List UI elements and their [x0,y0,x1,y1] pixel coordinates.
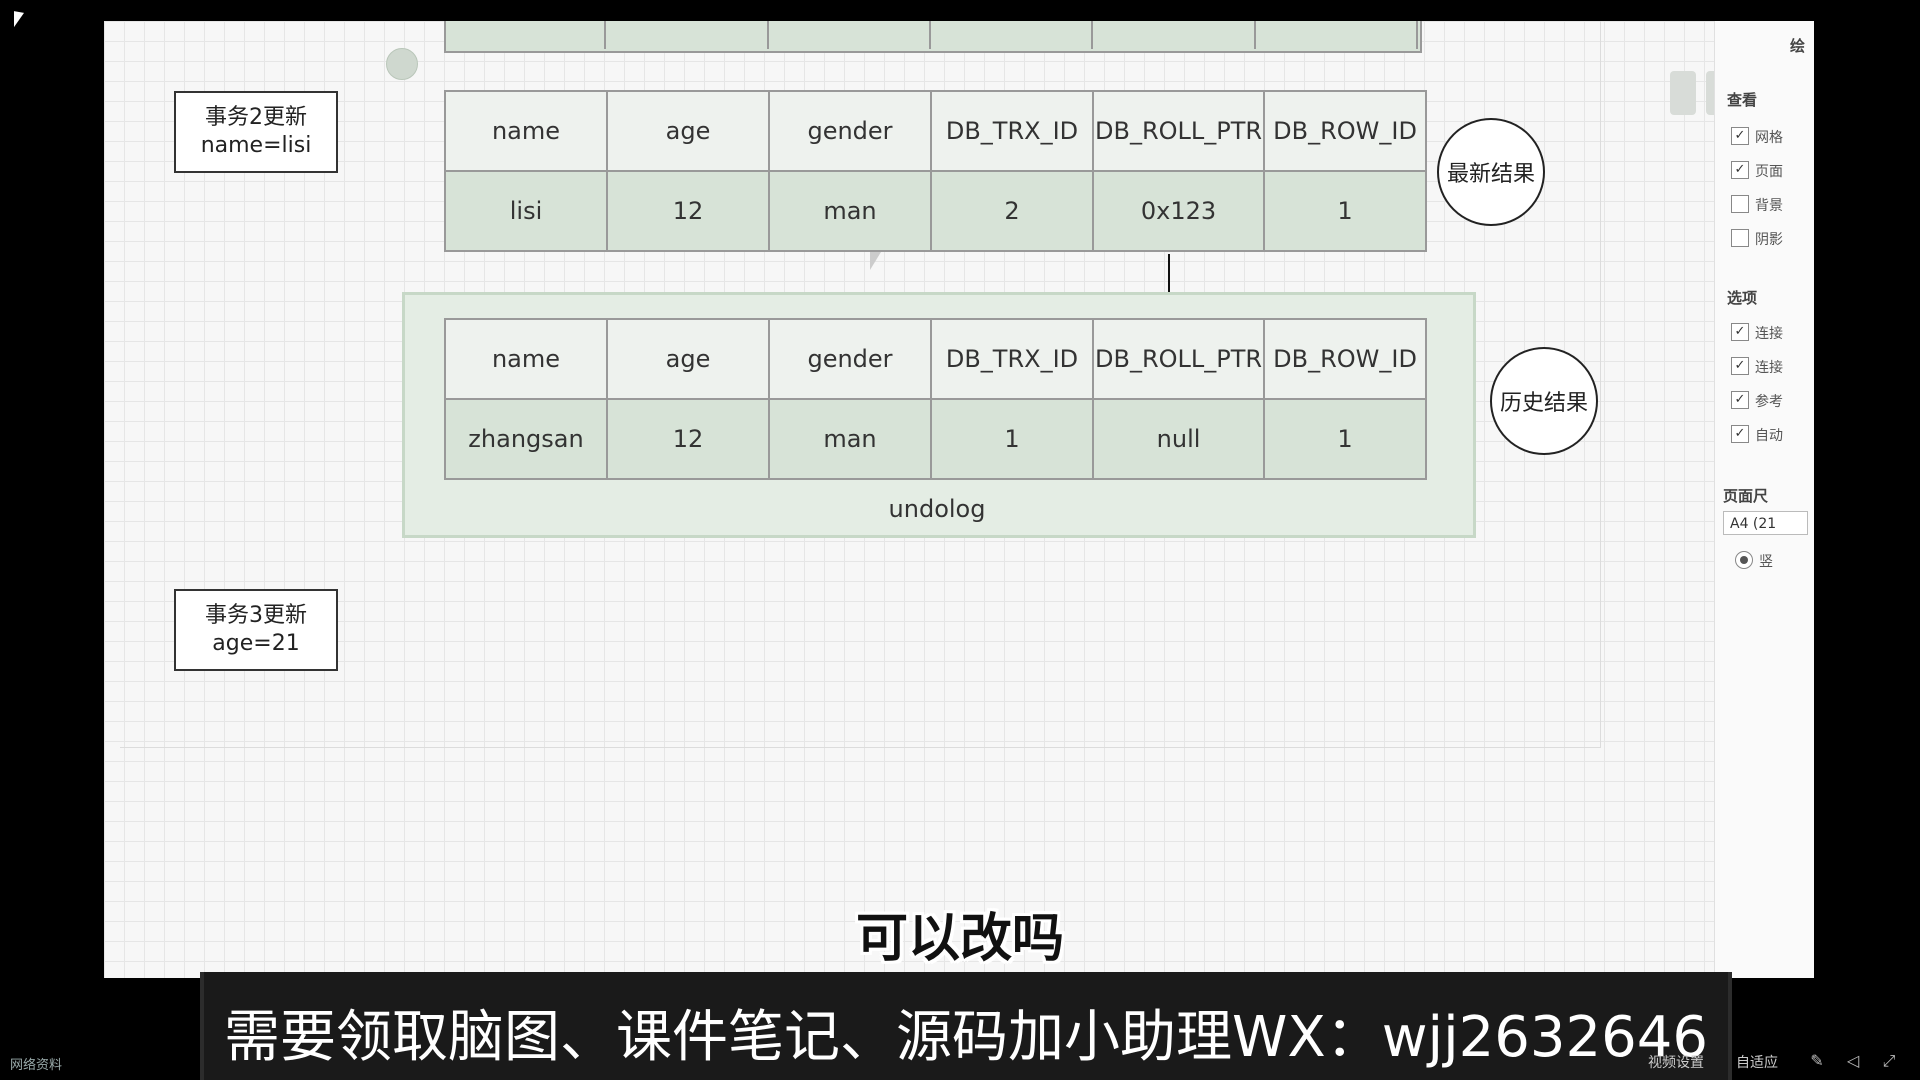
checkbox-label: 连接 [1755,360,1783,376]
data-cell: 12 [606,170,770,252]
transaction-2-box[interactable]: 事务2更新 name=lisi [174,91,338,173]
option-checkbox[interactable]: ✓ [1731,425,1749,443]
diagram-canvas[interactable]: 事务2更新 name=lisi name age gender DB_TRX_I… [104,21,1813,978]
page-view-checkbox[interactable]: ✓ [1731,161,1749,179]
mouse-pointer-icon [870,252,881,270]
header-cell: gender [768,318,932,400]
partial-table-top-dividers [444,21,1418,49]
transaction-2-title: 事务2更新 [205,105,307,130]
transaction-3-detail: age=21 [212,631,300,656]
data-cell: 1 [930,398,1094,480]
volume-icon[interactable]: ◁ [1846,1051,1860,1070]
video-settings-button[interactable]: 视频设置 [1648,1055,1704,1071]
checkbox-label: 网格 [1755,130,1783,146]
data-cell: man [768,398,932,480]
data-cell: zhangsan [444,398,608,480]
data-cell: 2 [930,170,1094,252]
page-size-select[interactable]: A4 (21 [1723,511,1808,535]
cursor-icon [14,11,24,29]
panel-title: 绘 [1790,37,1806,55]
header-cell: DB_ROW_ID [1263,318,1428,400]
transaction-3-box[interactable]: 事务3更新 age=21 [174,589,338,671]
data-cell: 12 [606,398,770,480]
data-cell: 0x123 [1091,170,1266,252]
radio-label: 竖 [1759,554,1773,570]
options-heading: 选项 [1727,289,1758,307]
portrait-radio[interactable] [1735,551,1753,569]
latest-table-header-row: name age gender DB_TRX_ID DB_ROLL_PTR DB… [444,90,1428,172]
data-cell: 1 [1263,398,1428,480]
checkbox-label: 页面 [1755,164,1783,180]
view-heading: 查看 [1727,91,1758,109]
data-cell: man [768,170,932,252]
status-left-text: 网络资料 [10,1058,63,1073]
checkbox-label: 参考 [1755,394,1783,410]
option-checkbox[interactable]: ✓ [1731,391,1749,409]
partial-table-top [444,21,1422,53]
page-size-heading: 页面尺 [1723,487,1769,505]
latest-table-data-row: lisi 12 man 2 0x123 1 [444,170,1428,252]
promo-banner-text: 需要领取脑图、课件笔记、源码加小助理WX：wjj2632646 [223,1005,1709,1070]
header-cell: age [606,90,770,172]
latest-result-label: 最新结果 [1446,162,1535,187]
checkbox-label: 阴影 [1755,232,1783,248]
adaptive-button[interactable]: 自适应 [1736,1055,1778,1071]
header-cell: DB_ROLL_PTR [1091,90,1266,172]
header-cell: DB_TRX_ID [930,318,1094,400]
option-checkbox[interactable]: ✓ [1731,357,1749,375]
pointer-arrow-line [1168,254,1170,310]
fullscreen-icon[interactable]: ⤢ [1882,1051,1896,1070]
header-cell: DB_ROW_ID [1263,90,1428,172]
page-boundary [120,21,1601,748]
data-cell: 1 [1263,170,1428,252]
header-cell: gender [768,90,932,172]
history-row-table[interactable]: name age gender DB_TRX_ID DB_ROLL_PTR DB… [444,318,1428,480]
checkbox-label: 背景 [1755,198,1783,214]
video-subtitle: 可以改吗 [855,909,1064,969]
promo-banner: 需要领取脑图、课件笔记、源码加小助理WX：wjj2632646 [200,972,1732,1080]
header-cell: DB_ROLL_PTR [1091,318,1266,400]
format-panel: 绘 查看 ✓ 网格 ✓ 页面 背景 阴影 选项 ✓ 连接 ✓ 连接 ✓ 参考 ✓… [1714,21,1814,978]
header-cell: name [444,318,608,400]
latest-result-circle[interactable]: 最新结果 [1437,118,1545,226]
selection-handle[interactable] [386,48,418,80]
header-cell: name [444,90,608,172]
transaction-3-title: 事务3更新 [205,603,307,628]
header-cell: age [606,318,770,400]
background-checkbox[interactable] [1731,195,1749,213]
history-table-header-row: name age gender DB_TRX_ID DB_ROLL_PTR DB… [444,318,1428,400]
data-cell: null [1091,398,1266,480]
option-checkbox[interactable]: ✓ [1731,323,1749,341]
pen-icon[interactable]: ✎ [1810,1051,1824,1070]
checkbox-label: 自动 [1755,428,1783,444]
checkbox-label: 连接 [1755,326,1783,342]
grid-checkbox[interactable]: ✓ [1731,127,1749,145]
toolbar-icon[interactable] [1670,71,1696,115]
history-result-circle[interactable]: 历史结果 [1490,347,1598,455]
history-table-data-row: zhangsan 12 man 1 null 1 [444,398,1428,480]
transaction-2-detail: name=lisi [200,133,312,158]
history-result-label: 历史结果 [1499,391,1588,416]
undolog-label: undolog [888,495,986,523]
latest-row-table[interactable]: name age gender DB_TRX_ID DB_ROLL_PTR DB… [444,90,1428,252]
header-cell: DB_TRX_ID [930,90,1094,172]
data-cell: lisi [444,170,608,252]
shadow-checkbox[interactable] [1731,229,1749,247]
